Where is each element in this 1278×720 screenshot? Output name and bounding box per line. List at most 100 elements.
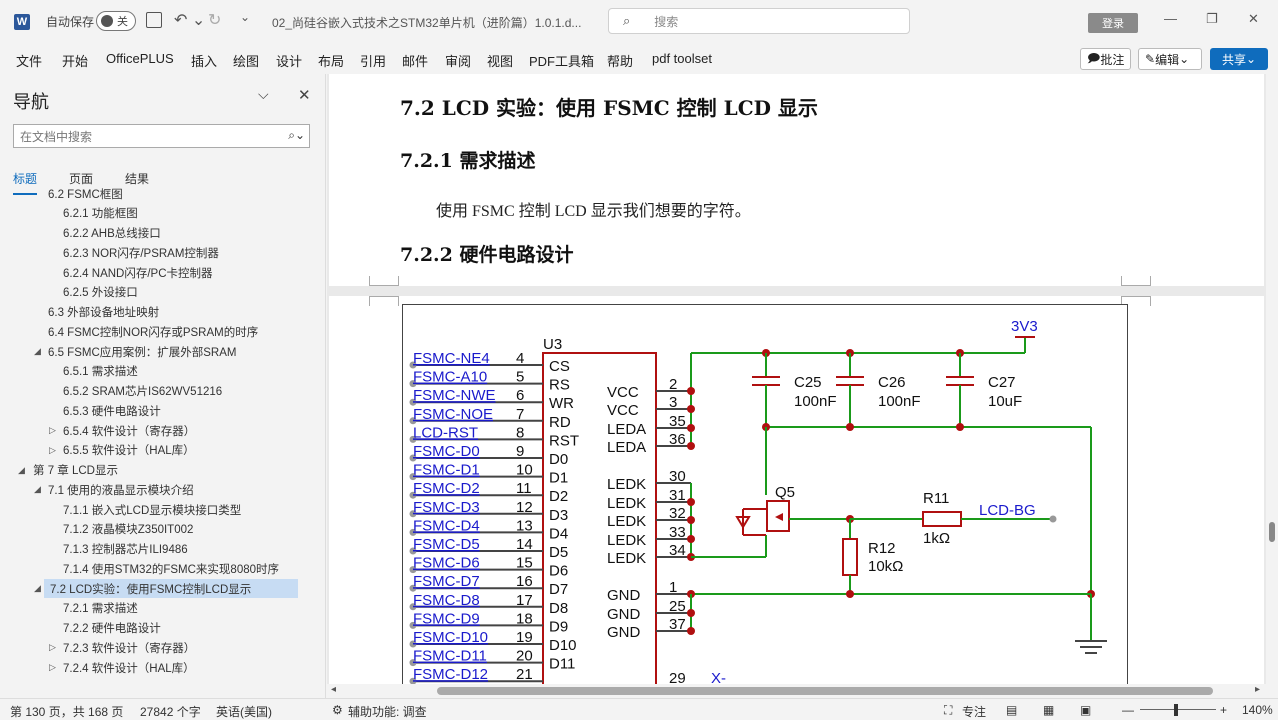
- nav-heading-item[interactable]: 6.2.2 AHB总线接口: [0, 224, 325, 243]
- editing-button[interactable]: ✎编辑⌄: [1138, 48, 1202, 70]
- customize-quick-access-icon[interactable]: ⌄: [240, 10, 251, 24]
- expanded-triangle-icon[interactable]: ◢: [34, 484, 41, 495]
- save-icon[interactable]: [146, 12, 162, 28]
- expanded-triangle-icon[interactable]: ◢: [34, 346, 41, 356]
- nav-heading-item[interactable]: 6.3 外部设备地址映射: [0, 303, 325, 322]
- collapsed-triangle-icon[interactable]: ▷: [49, 444, 56, 455]
- nav-heading-item[interactable]: 6.2.5 外设接口: [0, 283, 325, 302]
- minimize-icon[interactable]: —: [1164, 11, 1177, 26]
- nav-heading-item[interactable]: 7.2.2 硬件电路设计: [0, 619, 325, 638]
- net-label: FSMC-D2: [413, 480, 480, 497]
- zoom-in-icon[interactable]: +: [1220, 703, 1228, 717]
- close-icon[interactable]: ✕: [298, 87, 311, 104]
- nav-heading-item[interactable]: 7.2.1 需求描述: [0, 599, 325, 618]
- scroll-left-icon[interactable]: ◂: [331, 684, 337, 695]
- nav-heading-label: 7.2.3 软件设计（寄存器）: [63, 642, 196, 655]
- tab-pages[interactable]: 页面: [69, 172, 94, 186]
- zoom-level[interactable]: 140%: [1242, 703, 1273, 717]
- undo-icon[interactable]: ↶ ⌄: [174, 12, 206, 29]
- nav-heading-item[interactable]: 6.5 FSMC应用案例：扩展外部SRAM◢: [0, 342, 325, 361]
- nav-heading-item[interactable]: 6.5.5 软件设计（HAL库）▷: [0, 441, 325, 460]
- nav-heading-item[interactable]: 7.1.2 液晶模块Z350IT002: [0, 520, 325, 539]
- collapsed-triangle-icon[interactable]: ▷: [49, 642, 56, 653]
- read-mode-icon[interactable]: ▤: [1006, 703, 1018, 717]
- net-label: FSMC-D7: [413, 573, 480, 590]
- vertical-scrollbar[interactable]: [1266, 74, 1278, 698]
- nav-heading-item[interactable]: 第 7 章 LCD显示◢: [0, 461, 325, 480]
- menu-home[interactable]: 开始: [62, 54, 89, 69]
- nav-heading-item[interactable]: 6.2.4 NAND闪存/PC卡控制器: [0, 263, 325, 282]
- nav-heading-item[interactable]: 7.2.4 软件设计（HAL库）▷: [0, 658, 325, 677]
- nav-heading-item[interactable]: 7.2.3 软件设计（寄存器） ▷: [0, 638, 325, 657]
- nav-heading-item[interactable]: 6.2.3 NOR闪存/PSRAM控制器: [0, 243, 325, 262]
- page-count[interactable]: 第 130 页，共 168 页: [10, 705, 124, 719]
- expanded-triangle-icon[interactable]: ◢: [18, 464, 25, 475]
- redo-icon[interactable]: ↻: [208, 12, 222, 29]
- nav-title: 导航: [13, 92, 49, 112]
- nav-heading-item[interactable]: 7.2 LCD实验：使用FSMC控制LCD显示◢: [34, 579, 298, 598]
- web-layout-icon[interactable]: ▣: [1080, 703, 1092, 717]
- menu-pdf-toolbox[interactable]: PDF工具箱: [529, 54, 595, 69]
- pin-name: D4: [549, 525, 568, 542]
- language[interactable]: 英语(美国): [216, 705, 272, 719]
- collapsed-triangle-icon[interactable]: ▷: [49, 425, 56, 435]
- menu-review[interactable]: 审阅: [445, 54, 472, 69]
- horizontal-scrollbar[interactable]: ◂ ▸: [327, 684, 1266, 698]
- pin-number: 15: [516, 555, 533, 572]
- search-box[interactable]: ⌕搜索: [608, 8, 910, 34]
- pin-number: 11: [516, 480, 532, 497]
- tab-results[interactable]: 结果: [125, 172, 150, 186]
- zoom-slider-thumb[interactable]: [1174, 704, 1178, 716]
- tab-headings[interactable]: 标题: [13, 170, 38, 195]
- print-layout-icon[interactable]: ▦: [1043, 703, 1055, 717]
- comment-button[interactable]: 🗩批注: [1080, 48, 1132, 70]
- vertical-scroll-thumb[interactable]: [1269, 522, 1275, 542]
- nav-heading-item[interactable]: 6.5.1 需求描述: [0, 362, 325, 381]
- chip-body: [542, 352, 657, 684]
- menu-design[interactable]: 设计: [276, 54, 303, 69]
- scroll-right-icon[interactable]: ▸: [1254, 684, 1260, 695]
- menu-references[interactable]: 引用: [360, 54, 387, 69]
- nav-heading-item[interactable]: 6.5.2 SRAM芯片IS62WV51216: [0, 382, 325, 401]
- r11-name: R11: [923, 490, 949, 507]
- nav-heading-item[interactable]: 7.1.4 使用STM32的FSMC来实现8080时序: [0, 559, 325, 578]
- menu-file[interactable]: 文件: [16, 54, 43, 69]
- word-count[interactable]: 27842 个字: [140, 705, 201, 719]
- menu-mailings[interactable]: 邮件: [402, 54, 429, 69]
- login-button[interactable]: 登录: [1088, 13, 1138, 33]
- menu-pdf-toolset[interactable]: pdf toolset: [652, 51, 712, 66]
- menu-officeplus[interactable]: OfficePLUS: [106, 51, 174, 66]
- collapsed-triangle-icon[interactable]: ▷: [49, 662, 56, 672]
- nav-heading-item[interactable]: 7.1.3 控制器芯片ILI9486: [0, 540, 325, 559]
- zoom-slider[interactable]: [1140, 709, 1216, 710]
- share-button[interactable]: 共享⌄: [1210, 48, 1268, 70]
- search-icon[interactable]: ⌕⌄: [288, 128, 305, 142]
- menu-help[interactable]: 帮助: [607, 54, 634, 69]
- restore-icon[interactable]: ❐: [1206, 11, 1218, 26]
- nav-heading-item[interactable]: 7.1.1 嵌入式LCD显示模块接口类型: [0, 500, 325, 519]
- nav-heading-item[interactable]: 7.1 使用的液晶显示模块介绍◢: [0, 480, 325, 499]
- accessibility-status[interactable]: 辅助功能: 调查: [348, 705, 427, 719]
- menu-view[interactable]: 视图: [487, 54, 514, 69]
- chevron-down-icon[interactable]: ⌵: [258, 86, 269, 102]
- zoom-out-icon[interactable]: —: [1122, 703, 1134, 717]
- nav-heading-item[interactable]: 6.5.4 软件设计（寄存器）▷: [0, 421, 325, 440]
- nav-search-input[interactable]: 在文档中搜索⌕⌄: [13, 124, 310, 148]
- nav-heading-item[interactable]: 6.4 FSMC控制NOR闪存或PSRAM的时序: [0, 322, 325, 341]
- expanded-triangle-icon[interactable]: ◢: [34, 583, 41, 593]
- nav-heading-item[interactable]: 6.5.3 硬件电路设计: [0, 401, 325, 420]
- net-label: FSMC-NOE: [413, 406, 493, 423]
- autosave-toggle[interactable]: 关: [96, 11, 136, 31]
- pin-number: 30: [669, 468, 686, 485]
- nav-heading-item[interactable]: 6.2.1 功能框图: [0, 204, 325, 223]
- pin-name: D11: [549, 656, 575, 673]
- pin-name: RS: [549, 377, 570, 394]
- focus-mode[interactable]: 专注: [962, 705, 987, 719]
- nav-heading-item[interactable]: 6.2 FSMC框图: [0, 184, 325, 203]
- menu-insert[interactable]: 插入: [191, 54, 218, 69]
- menu-layout[interactable]: 布局: [318, 54, 345, 69]
- horizontal-scroll-thumb[interactable]: [437, 687, 1213, 695]
- menu-draw[interactable]: 绘图: [233, 54, 260, 69]
- close-window-icon[interactable]: ✕: [1248, 11, 1259, 26]
- net-label: FSMC-D9: [413, 610, 480, 627]
